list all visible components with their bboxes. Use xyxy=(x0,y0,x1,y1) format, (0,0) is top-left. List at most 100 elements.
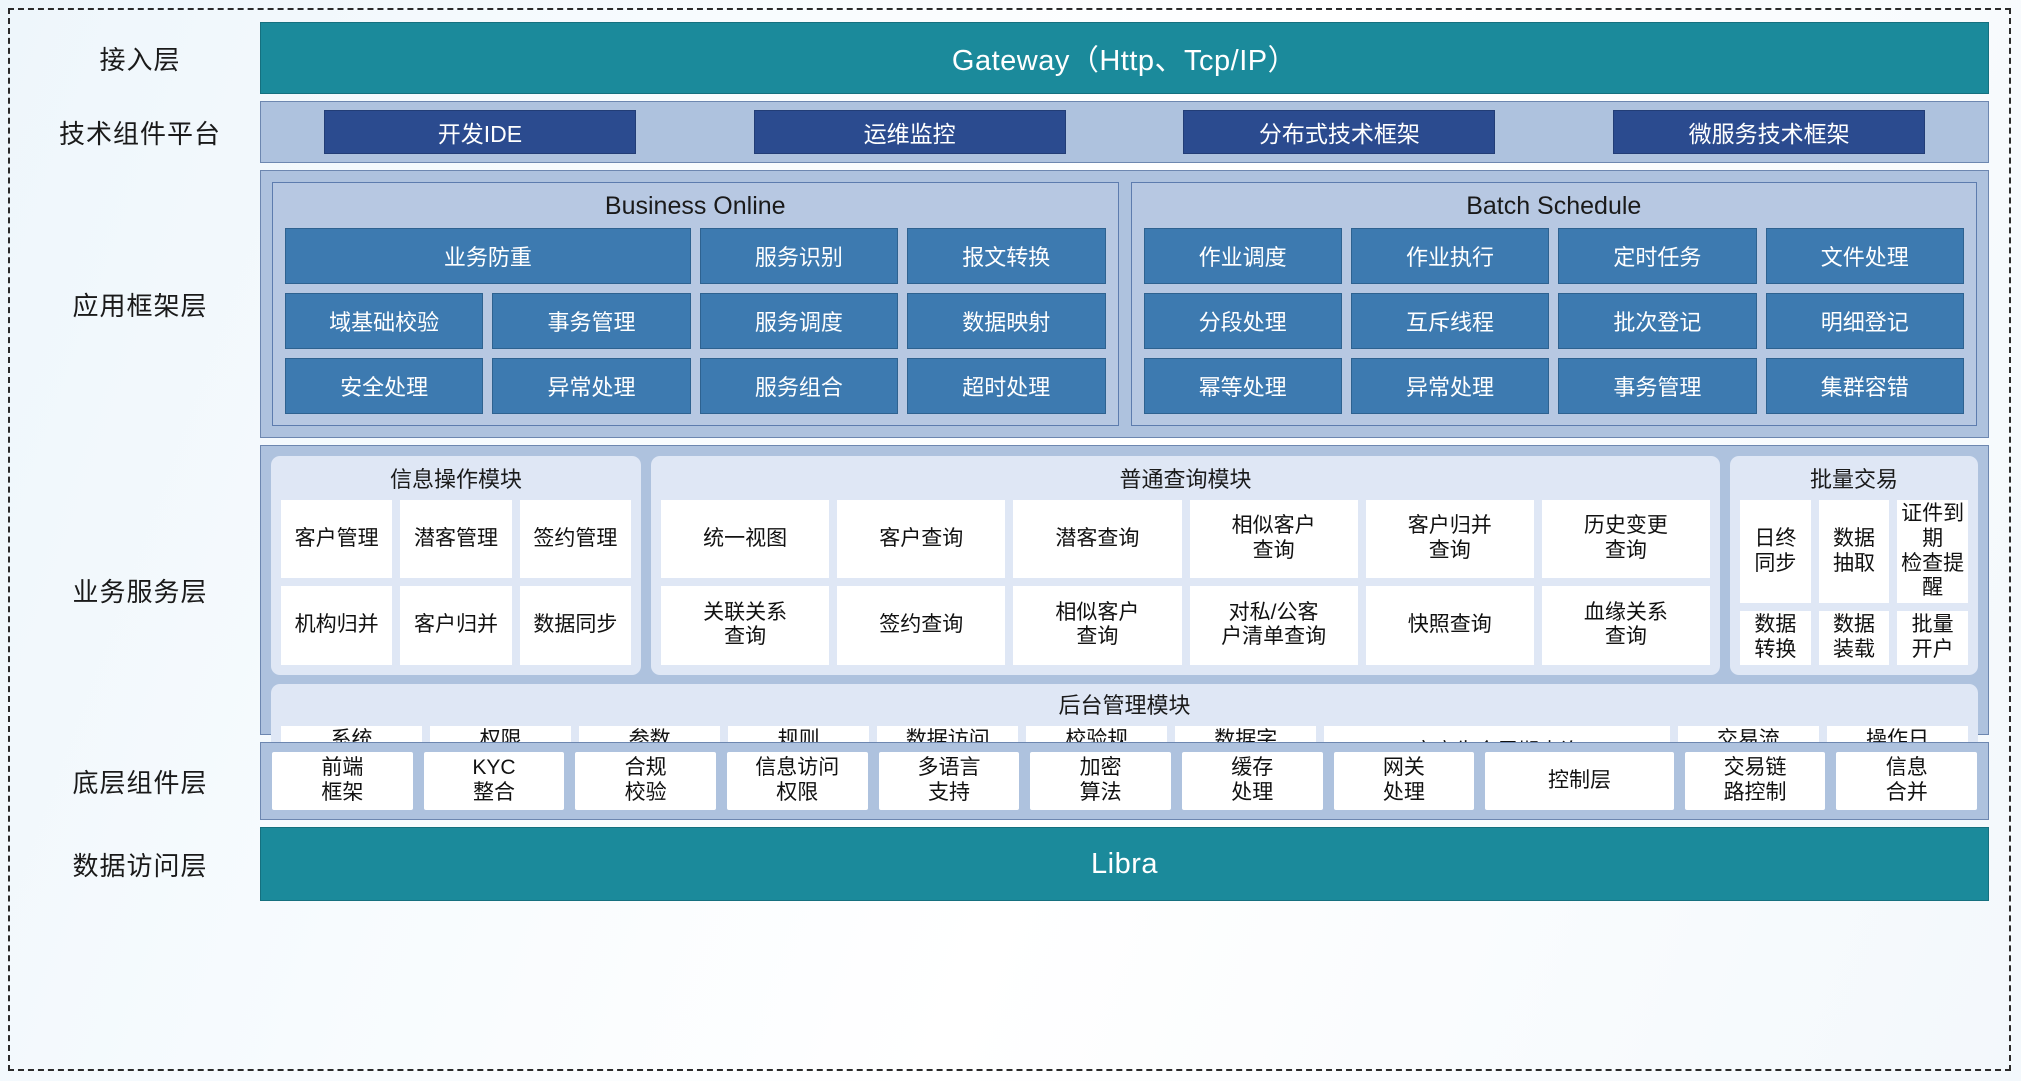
cell-query-10[interactable]: 快照查询 xyxy=(1365,586,1534,665)
cell-base-5[interactable]: 加密 算法 xyxy=(1030,752,1171,810)
cell-batch-1[interactable]: 数据 抽取 xyxy=(1818,500,1890,604)
layer-body-business-service: 信息操作模块 客户管理 潜客管理 签约管理 机构归并 客户归并 数据同步 xyxy=(260,445,1989,788)
framework-grid-batch-schedule: 作业调度 作业执行 定时任务 文件处理 分段处理 互斥线程 批次登记 明细登记 … xyxy=(1143,228,1964,414)
cell-query-2[interactable]: 潜客查询 xyxy=(1013,500,1182,579)
cell-base-3[interactable]: 信息访问 权限 xyxy=(726,752,868,810)
layer-row-business-service: 业务服务层 信息操作模块 客户管理 潜客管理 签约管理 机构归并 客户归并 xyxy=(20,445,1989,788)
libra-bar[interactable]: Libra xyxy=(260,827,1989,901)
module-grid-info-operations: 客户管理 潜客管理 签约管理 机构归并 客户归并 数据同步 xyxy=(281,500,631,665)
cell-base-2[interactable]: 合规 校验 xyxy=(575,752,716,810)
cell-batch-5[interactable]: 批量 开户 xyxy=(1897,611,1968,665)
cell-base-0[interactable]: 前端 框架 xyxy=(272,752,413,810)
layer-label-business-service: 业务服务层 xyxy=(72,576,208,607)
fw-chip-bs-3[interactable]: 文件处理 xyxy=(1765,228,1964,284)
fw-chip-bo-1[interactable]: 服务识别 xyxy=(699,228,899,284)
fw-chip-bs-4[interactable]: 分段处理 xyxy=(1143,293,1342,349)
framework-grid-business-online: 业务防重 服务识别 报文转换 域基础校验 事务管理 服务调度 数据映射 安全处理… xyxy=(285,228,1106,414)
cell-info-2[interactable]: 签约管理 xyxy=(519,500,631,579)
cell-query-4[interactable]: 客户归并 查询 xyxy=(1365,500,1534,579)
layer-stack: 接入层 Gateway（Http、Tcp/IP） 技术组件平台 开发IDE 运维… xyxy=(16,16,2003,1063)
cell-query-9[interactable]: 对私/公客 户清单查询 xyxy=(1189,586,1358,665)
layer-body-access: Gateway（Http、Tcp/IP） xyxy=(260,22,1989,94)
business-service-panel: 信息操作模块 客户管理 潜客管理 签约管理 机构归并 客户归并 数据同步 xyxy=(260,445,1989,788)
cell-info-0[interactable]: 客户管理 xyxy=(281,500,393,579)
group-title-business-online: Business Online xyxy=(604,192,786,220)
fw-chip-bo-5[interactable]: 服务调度 xyxy=(699,293,899,349)
layer-label-base-component: 底层组件层 xyxy=(72,767,208,798)
fw-chip-bs-11[interactable]: 集群容错 xyxy=(1765,358,1964,414)
fw-chip-bo-3[interactable]: 域基础校验 xyxy=(285,293,484,349)
cell-query-1[interactable]: 客户查询 xyxy=(837,500,1006,579)
cell-query-6[interactable]: 关联关系 查询 xyxy=(661,586,830,665)
cell-query-5[interactable]: 历史变更 查询 xyxy=(1541,500,1710,579)
cell-batch-3[interactable]: 数据 转换 xyxy=(1740,611,1811,665)
fw-chip-bo-10[interactable]: 超时处理 xyxy=(907,358,1106,414)
module-batch-transaction: 批量交易 日终 同步 数据 抽取 证件到期 检查提醒 数据 转换 数据 装载 批… xyxy=(1730,456,1978,675)
layer-body-tech-platform: 开发IDE 运维监控 分布式技术框架 微服务技术框架 xyxy=(260,101,1989,163)
cell-query-11[interactable]: 血缘关系 查询 xyxy=(1541,586,1710,665)
cell-info-4[interactable]: 客户归并 xyxy=(400,586,512,665)
fw-chip-bs-7[interactable]: 明细登记 xyxy=(1765,293,1964,349)
cell-base-9[interactable]: 交易链 路控制 xyxy=(1684,752,1826,810)
fw-chip-bo-9[interactable]: 服务组合 xyxy=(699,358,899,414)
fw-chip-bs-9[interactable]: 异常处理 xyxy=(1350,358,1550,414)
base-component-panel: 前端 框架 KYC 整合 合规 校验 信息访问 权限 多语言 支持 加密 算法 … xyxy=(260,742,1989,820)
framework-group-batch-schedule: Batch Schedule 作业调度 作业执行 定时任务 文件处理 分段处理 … xyxy=(1130,182,1977,426)
cell-base-6[interactable]: 缓存 处理 xyxy=(1181,752,1323,810)
layer-row-access: 接入层 Gateway（Http、Tcp/IP） xyxy=(20,22,1989,94)
cell-batch-2[interactable]: 证件到期 检查提醒 xyxy=(1897,500,1968,604)
fw-chip-bs-5[interactable]: 互斥线程 xyxy=(1350,293,1550,349)
module-info-operations: 信息操作模块 客户管理 潜客管理 签约管理 机构归并 客户归并 数据同步 xyxy=(271,456,641,675)
cell-base-10[interactable]: 信息 合并 xyxy=(1836,752,1978,810)
module-title-admin-management: 后台管理模块 xyxy=(1058,692,1191,718)
fw-chip-bo-7[interactable]: 安全处理 xyxy=(285,358,484,414)
tech-chip-microservice-framework[interactable]: 微服务技术框架 xyxy=(1613,110,1926,154)
fw-chip-bs-8[interactable]: 幂等处理 xyxy=(1143,358,1342,414)
fw-chip-bs-1[interactable]: 作业执行 xyxy=(1350,228,1550,284)
tech-platform-panel: 开发IDE 运维监控 分布式技术框架 微服务技术框架 xyxy=(260,101,1989,163)
cell-query-8[interactable]: 相似客户 查询 xyxy=(1013,586,1182,665)
cell-query-0[interactable]: 统一视图 xyxy=(661,500,830,579)
cell-base-7[interactable]: 网关 处理 xyxy=(1333,752,1475,810)
cell-info-5[interactable]: 数据同步 xyxy=(519,586,631,665)
layer-label-app-framework: 应用框架层 xyxy=(72,290,208,321)
cell-batch-0[interactable]: 日终 同步 xyxy=(1740,500,1811,604)
module-title-batch-transaction: 批量交易 xyxy=(1809,467,1898,492)
framework-group-business-online: Business Online 业务防重 服务识别 报文转换 域基础校验 事务管… xyxy=(272,182,1119,426)
group-title-batch-schedule: Batch Schedule xyxy=(1466,192,1642,220)
business-service-modules-row: 信息操作模块 客户管理 潜客管理 签约管理 机构归并 客户归并 数据同步 xyxy=(271,456,1978,675)
layer-row-app-framework: 应用框架层 Business Online 业务防重 服务识别 报文转换 域基础… xyxy=(20,170,1989,438)
module-title-info-operations: 信息操作模块 xyxy=(389,467,522,492)
fw-chip-bs-10[interactable]: 事务管理 xyxy=(1558,358,1757,414)
fw-chip-bs-6[interactable]: 批次登记 xyxy=(1558,293,1757,349)
layer-label-access: 接入层 xyxy=(99,44,181,75)
layer-label-data-access: 数据访问层 xyxy=(72,850,208,881)
module-grid-general-query: 统一视图 客户查询 潜客查询 相似客户 查询 客户归并 查询 历史变更 查询 关… xyxy=(661,500,1710,665)
fw-chip-bo-0[interactable]: 业务防重 xyxy=(285,228,691,284)
tech-chip-distributed-framework[interactable]: 分布式技术框架 xyxy=(1183,110,1496,154)
fw-chip-bo-2[interactable]: 报文转换 xyxy=(907,228,1106,284)
fw-chip-bo-8[interactable]: 异常处理 xyxy=(492,358,691,414)
cell-base-8[interactable]: 控制层 xyxy=(1485,752,1674,810)
tech-chip-ops-monitor[interactable]: 运维监控 xyxy=(753,110,1066,154)
cell-query-3[interactable]: 相似客户 查询 xyxy=(1189,500,1358,579)
cell-info-3[interactable]: 机构归并 xyxy=(281,586,393,665)
fw-chip-bs-0[interactable]: 作业调度 xyxy=(1143,228,1342,284)
cell-base-1[interactable]: KYC 整合 xyxy=(423,752,565,810)
layer-row-tech-platform: 技术组件平台 开发IDE 运维监控 分布式技术框架 微服务技术框架 xyxy=(20,101,1989,163)
layer-row-base-component: 底层组件层 前端 框架 KYC 整合 合规 校验 信息访问 权限 多语言 支持 … xyxy=(20,742,1989,820)
cell-batch-4[interactable]: 数据 装载 xyxy=(1818,611,1890,665)
cell-query-7[interactable]: 签约查询 xyxy=(837,586,1006,665)
fw-chip-bs-2[interactable]: 定时任务 xyxy=(1558,228,1757,284)
tech-chip-ide[interactable]: 开发IDE xyxy=(323,110,636,154)
layer-label-tech-platform: 技术组件平台 xyxy=(58,118,221,149)
module-grid-batch-transaction: 日终 同步 数据 抽取 证件到期 检查提醒 数据 转换 数据 装载 批量 开户 xyxy=(1740,500,1968,665)
gateway-bar[interactable]: Gateway（Http、Tcp/IP） xyxy=(260,22,1989,94)
cell-base-4[interactable]: 多语言 支持 xyxy=(878,752,1020,810)
fw-chip-bo-6[interactable]: 数据映射 xyxy=(907,293,1106,349)
module-title-general-query: 普通查询模块 xyxy=(1119,467,1252,492)
layer-body-app-framework: Business Online 业务防重 服务识别 报文转换 域基础校验 事务管… xyxy=(260,170,1989,438)
fw-chip-bo-4[interactable]: 事务管理 xyxy=(492,293,691,349)
cell-info-1[interactable]: 潜客管理 xyxy=(400,500,512,579)
